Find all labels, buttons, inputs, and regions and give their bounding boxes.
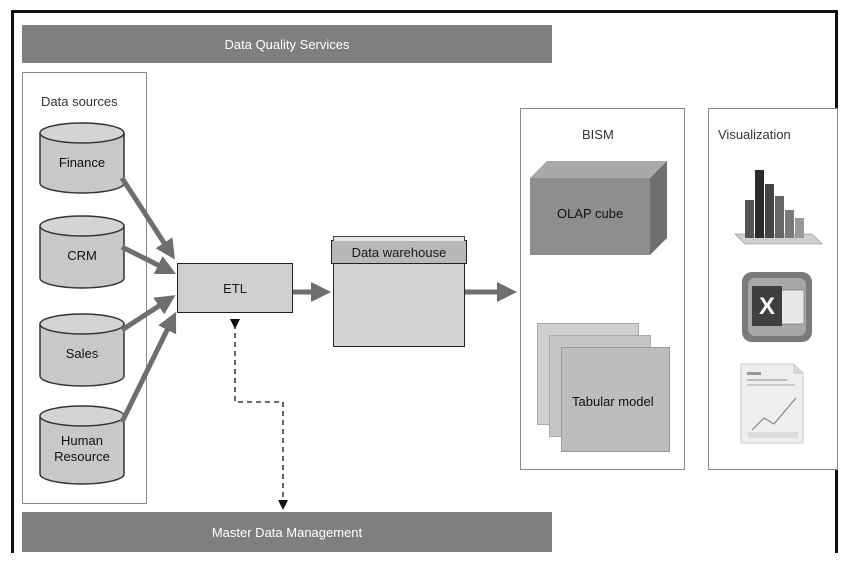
human-resource-label: Human Resource: [54, 433, 110, 464]
master-data-management-label: Master Data Management: [211, 524, 363, 540]
olap-cube-label: OLAP cube: [557, 206, 624, 221]
database-cylinder-icon: [39, 122, 125, 194]
etl-box: ETL: [177, 263, 293, 313]
tabular-model-label: Tabular model: [572, 394, 654, 409]
visualization-title: Visualization: [718, 127, 791, 142]
data-warehouse-header: Data warehouse: [331, 240, 467, 264]
bism-title: BISM: [582, 127, 614, 142]
crm-database: CRM: [39, 215, 125, 289]
sales-database: Sales: [39, 313, 125, 387]
etl-label: ETL: [223, 280, 247, 296]
data-warehouse: [333, 254, 465, 347]
data-sources-title: Data sources: [41, 94, 118, 109]
finance-label: Finance: [58, 155, 106, 170]
master-data-management-bar: Master Data Management: [22, 512, 552, 552]
data-quality-services-label: Data Quality Services: [224, 36, 350, 52]
finance-database: Finance: [39, 122, 125, 194]
data-quality-services-bar: Data Quality Services: [22, 25, 552, 63]
database-cylinder-icon: [39, 313, 125, 387]
crm-label: CRM: [67, 248, 97, 263]
database-cylinder-icon: [39, 215, 125, 289]
tabular-model-sheet: [561, 347, 670, 452]
visualization-panel: [708, 108, 838, 470]
etl-mdm-dashed-connector: [230, 319, 288, 510]
sales-label: Sales: [65, 346, 99, 361]
source-to-etl-arrows: [119, 176, 177, 424]
data-warehouse-label: Data warehouse: [351, 244, 447, 260]
database-cylinder-icon: [39, 405, 125, 485]
human-resource-database: Human Resource: [39, 405, 125, 485]
data-warehouse-top-edge: [333, 236, 465, 241]
